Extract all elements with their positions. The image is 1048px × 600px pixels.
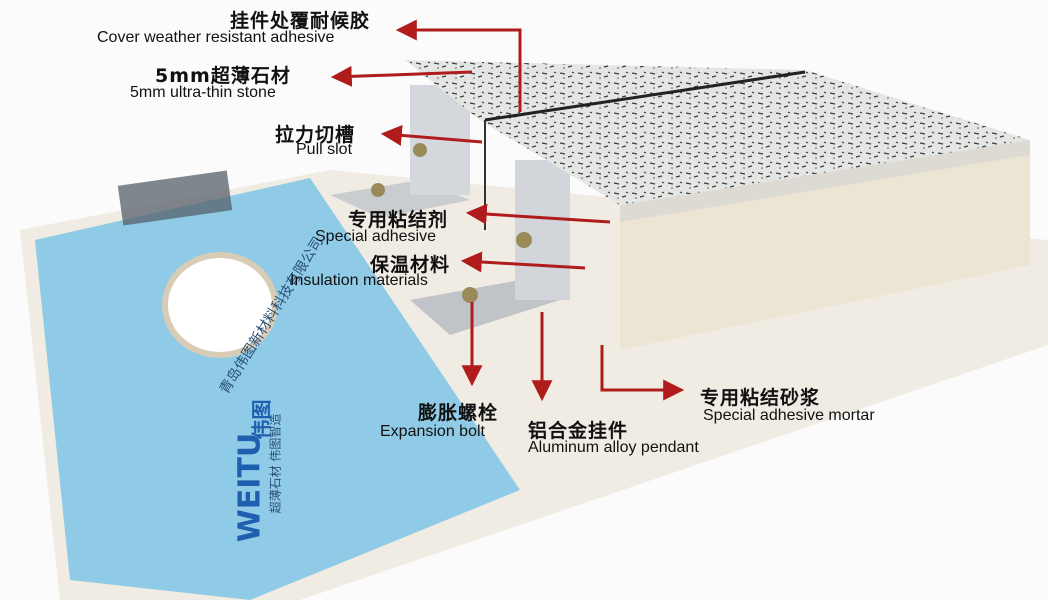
pull-slot-line (484, 70, 806, 122)
label-pendant-zh: 铝合金挂件 (528, 420, 629, 442)
label-pull-slot-en: Pull slot (296, 141, 353, 158)
arrow (380, 124, 483, 146)
label-mortar-zh: 专用粘结砂浆 (700, 387, 821, 409)
arrow (465, 203, 611, 225)
label-weather-adhesive-zh: 挂件处覆耐候胶 (230, 10, 371, 32)
board-hole (162, 252, 278, 358)
stone-front-edge (620, 140, 1030, 222)
label-insulation-zh: 保温材料 (370, 254, 451, 276)
arrow (330, 65, 473, 87)
label-insulation-en: Insulation materials (290, 272, 428, 289)
bolt-icon (516, 232, 532, 248)
arrow (600, 345, 685, 401)
label-pendant-en: Aluminum alloy pendant (528, 439, 699, 456)
stone-top-surface (405, 60, 1030, 205)
label-stone-zh: 5mm超薄石材 (155, 65, 291, 87)
aluminum-bracket (515, 160, 570, 300)
label-special-adhesive-zh: 专用粘结剂 (348, 209, 449, 231)
label-pull-slot-zh: 拉力切槽 (275, 124, 356, 146)
bolt-icon (371, 183, 385, 197)
label-stone-en: 5mm ultra-thin stone (130, 84, 276, 101)
arrow (460, 251, 586, 273)
label-expansion-bolt-en: Expansion bolt (380, 423, 485, 440)
slogan: 超薄石材 伟图智造 (268, 413, 283, 514)
bolt-icon (413, 143, 427, 157)
logo-en: WEITU (232, 432, 268, 543)
qr-code-icon (117, 170, 233, 226)
label-mortar-en: Special adhesive mortar (703, 407, 875, 424)
label-special-adhesive-en: Special adhesive (315, 228, 436, 245)
label-expansion-bolt-zh: 膨胀螺栓 (418, 402, 499, 424)
arrow (395, 19, 522, 112)
label-weather-adhesive-en: Cover weather resistant adhesive (97, 29, 335, 46)
blue-panel (35, 178, 520, 600)
bolt-icon (462, 287, 478, 303)
